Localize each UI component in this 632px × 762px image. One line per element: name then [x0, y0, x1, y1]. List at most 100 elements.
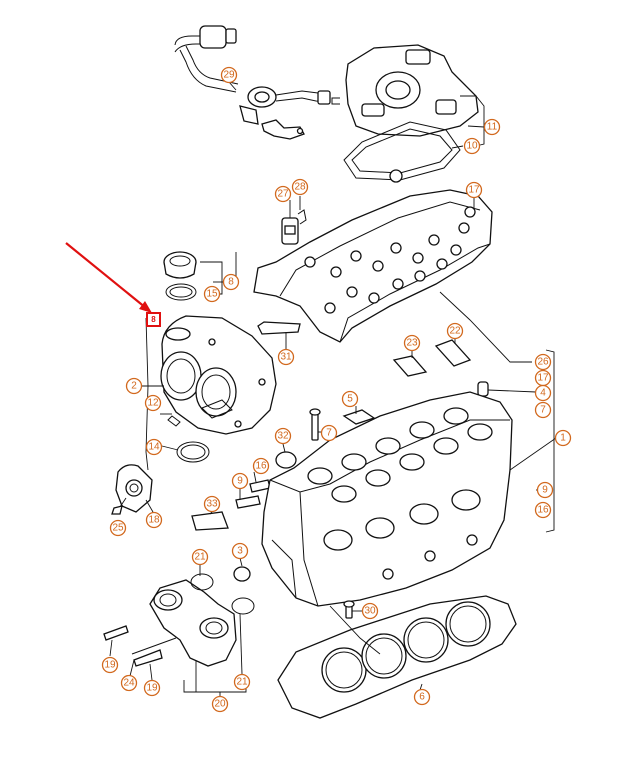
callout-21[interactable]: 21 [191, 548, 209, 566]
callout-18[interactable]: 18 [145, 511, 163, 529]
callout-25[interactable]: 25 [109, 519, 127, 537]
svg-text:33: 33 [206, 499, 218, 510]
head-camshaft-bearings [307, 407, 493, 503]
svg-text:28: 28 [294, 182, 306, 193]
svg-text:16: 16 [255, 461, 267, 472]
o-ring-14 [176, 441, 210, 463]
svg-text:3: 3 [237, 546, 243, 557]
svg-text:25: 25 [112, 523, 124, 534]
svg-text:15: 15 [206, 289, 218, 300]
cylinder-head [261, 391, 513, 607]
callout-11[interactable]: 11 [483, 118, 501, 136]
sealant-tube-22 [434, 338, 472, 367]
svg-text:32: 32 [277, 431, 289, 442]
callout-21-bottom[interactable]: 21 [233, 673, 251, 691]
head-ports [323, 489, 481, 580]
gauge-33 [191, 511, 229, 531]
callout-32[interactable]: 32 [274, 427, 292, 445]
callout-19[interactable]: 19 [143, 679, 161, 697]
callout-24[interactable]: 24 [120, 674, 138, 692]
stud-bolts [235, 479, 271, 509]
svg-text:27: 27 [277, 189, 289, 200]
callout-4[interactable]: 4 [534, 384, 552, 402]
camshaft-adjuster-housing [149, 573, 255, 667]
svg-text:6: 6 [419, 692, 425, 703]
callout-17[interactable]: 17 [534, 369, 552, 387]
o-ring-14-inner [180, 444, 206, 460]
svg-text:10: 10 [466, 141, 478, 152]
svg-text:7: 7 [326, 428, 332, 439]
callout-20[interactable]: 20 [211, 695, 229, 713]
callout-8[interactable]: 8 [222, 273, 240, 291]
svg-text:9: 9 [542, 485, 548, 496]
callout-26[interactable]: 26 [534, 353, 552, 371]
breather-hose-assembly [174, 25, 331, 140]
sealant-tube-23 [392, 350, 428, 377]
callout-17-top[interactable]: 17 [465, 181, 483, 199]
svg-text:29: 29 [223, 70, 235, 81]
svg-text:21: 21 [194, 552, 206, 563]
vacuum-pump-flange [111, 464, 153, 515]
callout-27[interactable]: 27 [274, 185, 292, 203]
svg-text:7: 7 [540, 405, 546, 416]
svg-text:19: 19 [146, 683, 158, 694]
adjuster-bolts [103, 625, 177, 667]
callout-12[interactable]: 12 [144, 394, 162, 412]
svg-text:5: 5 [347, 394, 353, 405]
svg-text:2: 2 [131, 381, 137, 392]
oil-separator-gasket [343, 121, 461, 183]
svg-text:1: 1 [560, 433, 566, 444]
callout-16-right[interactable]: 16 [534, 501, 552, 519]
callout-14[interactable]: 14 [145, 438, 163, 456]
callout-10[interactable]: 10 [463, 137, 481, 155]
callout-15[interactable]: 15 [203, 285, 221, 303]
svg-text:18: 18 [148, 515, 160, 526]
callout-7-right[interactable]: 7 [534, 401, 552, 419]
cylinder-head-cover [253, 189, 493, 343]
callout-19-left[interactable]: 19 [101, 656, 119, 674]
callout-9-right[interactable]: 9 [536, 481, 554, 499]
oil-filler-cap [163, 251, 197, 301]
svg-text:11: 11 [487, 122, 498, 133]
callout-16[interactable]: 16 [252, 457, 270, 475]
callout-23[interactable]: 23 [403, 334, 421, 352]
cover-bolt-holes [304, 206, 476, 314]
callout-2[interactable]: 2 [125, 377, 143, 395]
cylinder-head-gasket [277, 595, 517, 719]
callout-29[interactable]: 29 [220, 66, 238, 84]
oil-separator [331, 44, 479, 137]
callout-28[interactable]: 28 [291, 178, 309, 196]
callout-9[interactable]: 9 [231, 472, 249, 490]
svg-text:17: 17 [537, 373, 549, 384]
svg-text:22: 22 [449, 326, 461, 337]
svg-text:21: 21 [236, 677, 248, 688]
callout-6[interactable]: 6 [413, 688, 431, 706]
sealant-rod-31 [257, 321, 301, 350]
callout-33[interactable]: 33 [203, 495, 221, 513]
bolt-30 [343, 600, 355, 619]
callout-3[interactable]: 3 [231, 542, 249, 560]
svg-text:26: 26 [537, 357, 549, 368]
callout-30[interactable]: 30 [361, 602, 379, 620]
highlight-marker[interactable]: 8 [146, 312, 161, 327]
callout-31[interactable]: 31 [277, 348, 295, 366]
callout-5[interactable]: 5 [341, 390, 359, 408]
plug-32 [275, 451, 297, 469]
svg-text:4: 4 [540, 388, 546, 399]
callout-7[interactable]: 7 [320, 424, 338, 442]
svg-text:23: 23 [406, 338, 418, 349]
highlight-marker-label: 8 [151, 315, 156, 324]
red-pointer-arrow [65, 242, 152, 313]
plug-4 [477, 381, 537, 397]
svg-text:8: 8 [228, 277, 234, 288]
svg-text:19: 19 [104, 660, 116, 671]
callout-22[interactable]: 22 [446, 322, 464, 340]
svg-text:30: 30 [364, 606, 376, 617]
svg-text:14: 14 [148, 442, 160, 453]
svg-text:9: 9 [237, 476, 243, 487]
callout-group: 29 11 10 27 28 17 8 15 31 23 22 26 17 4 … [101, 66, 572, 713]
callout-1[interactable]: 1 [554, 429, 572, 447]
svg-text:24: 24 [123, 678, 135, 689]
svg-text:12: 12 [147, 398, 159, 409]
